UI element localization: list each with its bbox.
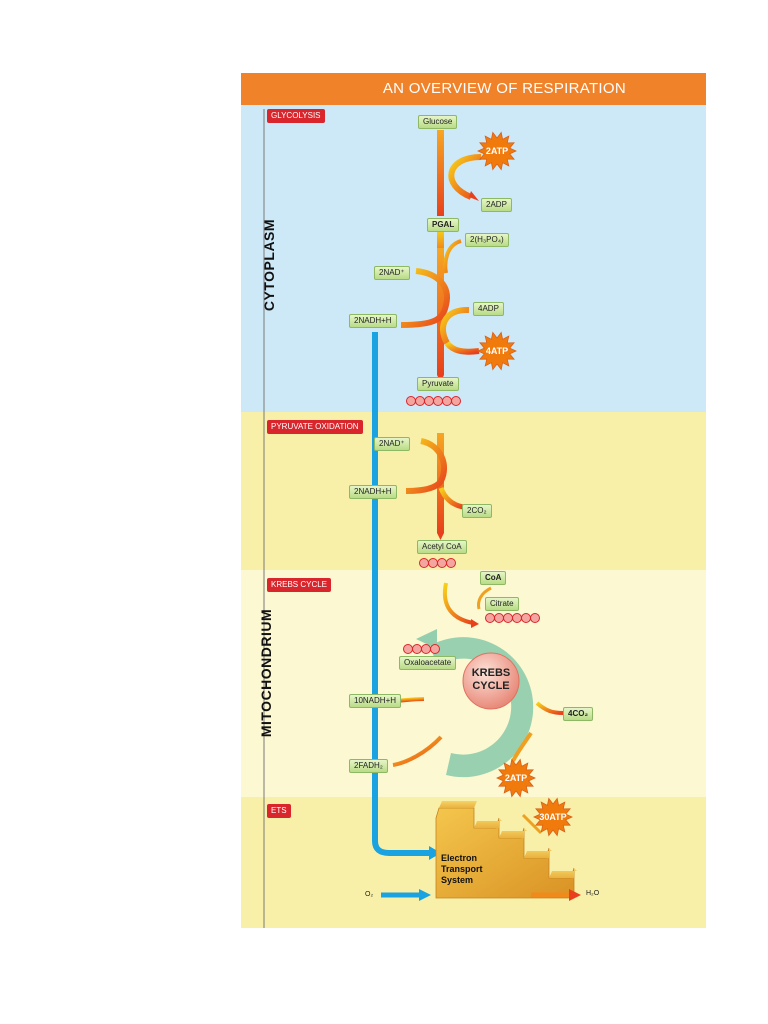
stage-pyruvate-oxidation: PYRUVATE OXIDATION: [267, 420, 363, 434]
atp-2-glycolysis: 2ATP: [478, 132, 516, 170]
page-title: AN OVERVIEW OF RESPIRATION: [241, 73, 706, 105]
krebs-center-line-2: CYCLE: [472, 680, 510, 692]
label-10nadh: 10NADH+H: [349, 694, 402, 708]
atp-30-label: 30ATP: [539, 812, 567, 822]
label-2fadh2: 2FADH₂: [349, 759, 388, 773]
label-citrate: Citrate: [485, 597, 519, 611]
ets-line-3: System: [441, 875, 474, 885]
curve-coa-release: [477, 586, 492, 610]
krebs-center-ball: [462, 652, 520, 710]
ets-line-2: Transport: [441, 864, 483, 874]
arrow-30atp: [521, 813, 543, 835]
label-oxaloacetate: Oxaloacetate: [399, 656, 457, 670]
carbon-atom-pyruvate: [433, 396, 443, 406]
curve-4atp: [444, 341, 480, 355]
respiration-diagram: AN OVERVIEW OF RESPIRATION CYTOPLASM MIT…: [241, 73, 706, 928]
label-2co2: 2CO₂: [462, 504, 492, 518]
arrow-co2-4: [535, 701, 564, 715]
carbon-atom-acetyl-coa: [446, 558, 456, 568]
atp-4-burst: [477, 331, 517, 371]
atp-4-label: 4ATP: [485, 346, 509, 356]
curve-nad-1: [400, 268, 450, 328]
atp-2-glycolysis-label: 2ATP: [485, 146, 509, 156]
label-2adp: 2ADP: [481, 198, 512, 212]
carbon-atom-citrate: [530, 613, 540, 623]
curve-phosphate: [443, 239, 462, 274]
carbon-chains: [403, 396, 540, 654]
label-2nad-2: 2NAD⁺: [374, 437, 410, 451]
label-h2o: H₂O: [586, 890, 600, 897]
label-2nadh-1: 2NADH+H: [349, 314, 397, 328]
carbon-atom-acetyl-coa: [419, 558, 429, 568]
stage-glycolysis: GLYCOLYSIS: [267, 109, 325, 123]
stage-ets: ETS: [267, 804, 291, 818]
label-2nadh-2: 2NADH+H: [349, 485, 397, 499]
krebs-center-line-1: KREBS: [471, 667, 511, 679]
label-4adp: 4ADP: [473, 302, 504, 316]
atp-30: 30ATP: [534, 798, 572, 836]
region-cytoplasm: CYTOPLASM: [261, 218, 277, 312]
atp-bursts: [477, 131, 573, 837]
label-phosphate: 2(H₃PO₄): [465, 233, 509, 247]
krebs-cycle-center-text: KREBS CYCLE: [463, 667, 519, 693]
label-glucose: Glucose: [418, 115, 458, 129]
label-coa: CoA: [480, 571, 507, 585]
atp-2-krebs: 2ATP: [497, 759, 535, 797]
carbon-atom-pyruvate: [415, 396, 425, 406]
curve-nad-2: [405, 438, 448, 494]
carbon-atom-citrate: [503, 613, 513, 623]
label-acetyl-coa: Acetyl CoA: [417, 540, 467, 554]
carbon-atom-oxaloacetate: [421, 644, 431, 654]
carbon-atom-oxaloacetate: [412, 644, 422, 654]
electron-carrier-line: [372, 332, 431, 856]
ets-box-text: Electron Transport System: [441, 853, 483, 886]
atp-2-glycolysis-burst: [477, 131, 517, 171]
carbon-atom-pyruvate: [406, 396, 416, 406]
label-o2: O₂: [365, 891, 374, 898]
krebs-ring-arrowhead: [416, 629, 437, 649]
carbon-atom-acetyl-coa: [428, 558, 438, 568]
curve-coa-citrate: [442, 582, 474, 625]
flow-pgal-yellow: [437, 225, 444, 248]
label-4co2: 4CO₂: [563, 707, 594, 721]
label-pyruvate: Pyruvate: [417, 377, 459, 391]
flow-glucose-pgal: [437, 130, 444, 216]
stage-krebs-cycle: KREBS CYCLE: [267, 578, 332, 592]
curve-atp-investment: [448, 154, 482, 200]
diagram-canvas: [241, 105, 706, 928]
label-2nad-1: 2NAD⁺: [374, 266, 410, 280]
curve-4adp: [439, 306, 470, 345]
carbon-atom-citrate: [521, 613, 531, 623]
carbon-atom-pyruvate: [424, 396, 434, 406]
carbon-atom-oxaloacetate: [430, 644, 440, 654]
ets-line-1: Electron: [441, 853, 478, 863]
arrow-fadh2: [392, 735, 443, 767]
atp-2-krebs-burst: [496, 758, 536, 798]
atp-30-burst: [533, 797, 573, 837]
cytoplasm-band: [241, 105, 706, 412]
carbon-atom-citrate: [485, 613, 495, 623]
atp-2-krebs-label: 2ATP: [504, 773, 528, 783]
arrowhead-2adp: [469, 191, 479, 201]
carbon-atom-oxaloacetate: [403, 644, 413, 654]
carbon-atom-citrate: [512, 613, 522, 623]
carbon-atom-pyruvate: [442, 396, 452, 406]
carbon-atom-citrate: [494, 613, 504, 623]
carbon-atom-pyruvate: [451, 396, 461, 406]
atp-4: 4ATP: [478, 332, 516, 370]
carbon-atom-acetyl-coa: [437, 558, 447, 568]
region-mitochondrium: MITOCHONDRIUM: [258, 608, 274, 738]
label-pgal: PGAL: [427, 218, 460, 232]
arrowhead-acetyl-coa: [437, 533, 444, 540]
pyruvate-oxidation-band: [241, 412, 706, 570]
curve-co2: [438, 487, 464, 510]
electron-carrier-arrowhead: [429, 846, 441, 860]
arrow-atp-krebs: [511, 731, 533, 762]
